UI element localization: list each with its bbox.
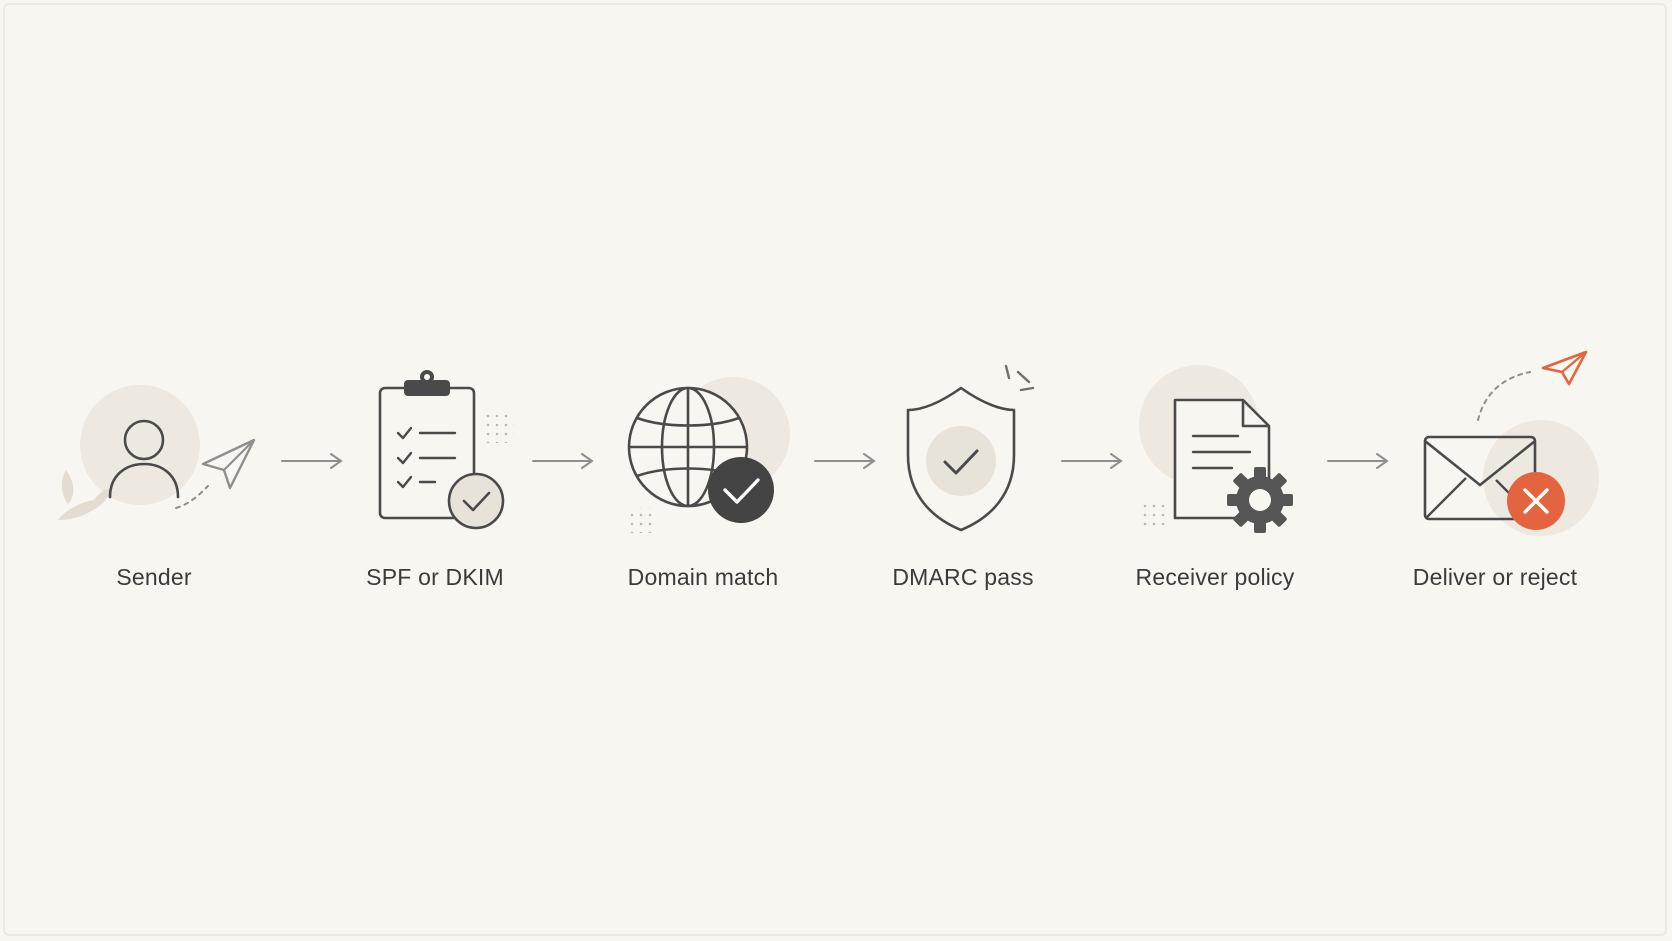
step-label-domain-match: Domain match bbox=[627, 564, 779, 590]
globe-check-icon bbox=[627, 377, 790, 533]
flow-arrow bbox=[1061, 453, 1123, 469]
flow-arrow bbox=[814, 453, 876, 469]
person-icon bbox=[58, 385, 200, 520]
paper-plane-icon bbox=[175, 438, 256, 509]
diagram-frame bbox=[3, 3, 1667, 936]
step-label-spf-dkim: SPF or DKIM bbox=[366, 564, 504, 590]
step-label-receiver-policy: Receiver policy bbox=[1135, 564, 1295, 590]
step-label-deliver-reject: Deliver or reject bbox=[1412, 564, 1578, 590]
paper-plane-icon bbox=[1477, 350, 1588, 421]
step-label-sender: Sender bbox=[116, 564, 192, 590]
flow-arrow bbox=[281, 453, 343, 469]
clipboard-checklist-icon bbox=[378, 370, 514, 530]
flow-arrow bbox=[1327, 453, 1389, 469]
step-label-dmarc-pass: DMARC pass bbox=[892, 564, 1034, 590]
shield-check-icon bbox=[906, 364, 1035, 532]
envelope-reject-icon bbox=[1423, 420, 1599, 536]
flow-arrow bbox=[532, 453, 594, 469]
document-gear-icon bbox=[1138, 365, 1293, 533]
